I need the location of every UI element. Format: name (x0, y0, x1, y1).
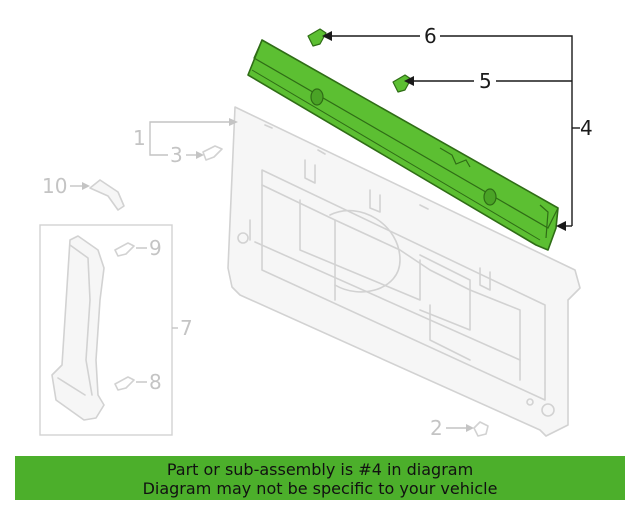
callout-10: 10 (42, 174, 67, 198)
clip-part-3 (202, 145, 223, 161)
callout-6: 6 (424, 24, 437, 48)
highlighted-clip-part-5 (392, 74, 412, 93)
parts-diagram: 6 5 4 1 3 10 9 7 8 2 (39, 24, 593, 440)
back-panel-part (227, 106, 581, 437)
banner-line-disclaimer: Diagram may not be specific to your vehi… (142, 479, 498, 498)
callout-2: 2 (430, 416, 443, 440)
plug-part-2 (473, 421, 489, 437)
highlighted-clip-part-6 (307, 28, 327, 47)
bracket-part-10 (89, 179, 125, 211)
callout-5: 5 (479, 69, 492, 93)
callout-1: 1 (133, 126, 146, 150)
callout-8: 8 (149, 370, 162, 394)
callout-9: 9 (149, 236, 162, 260)
callout-4: 4 (580, 116, 593, 140)
clip-part-8 (114, 376, 135, 391)
leader-lines (70, 31, 580, 432)
banner-line-part-number: Part or sub-assembly is #4 in diagram (166, 460, 474, 479)
part-info-banner: Part or sub-assembly is #4 in diagram Di… (15, 456, 625, 500)
callout-7: 7 (180, 316, 193, 340)
side-trim-panel-part (39, 224, 173, 436)
clip-part-9 (114, 242, 135, 257)
callout-3: 3 (170, 143, 183, 167)
highlighted-molding-part-4 (247, 39, 559, 251)
